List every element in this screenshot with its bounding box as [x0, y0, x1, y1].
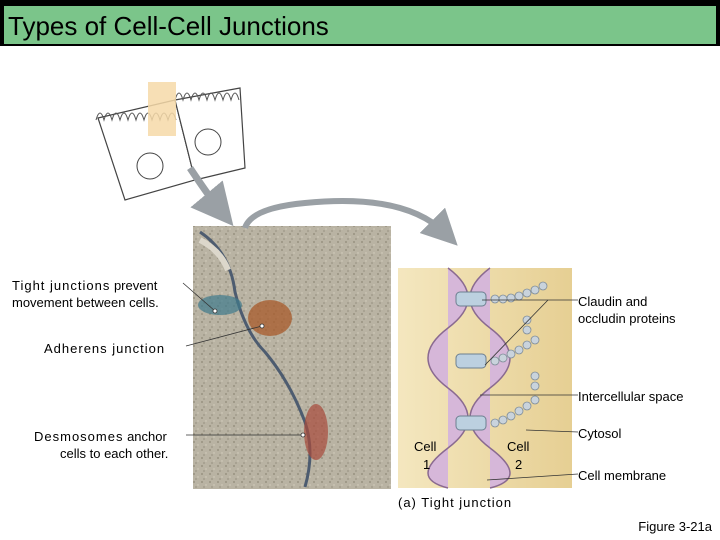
epithelial-cells-sketch — [95, 82, 246, 227]
cell2-label-line2: 2 — [515, 457, 523, 472]
intercellular-space-label: Intercellular space — [578, 389, 684, 404]
leader-lines — [182, 282, 579, 481]
desmosomes-term: Desmosomes — [34, 429, 124, 444]
claudin-label-line2: occludin proteins — [578, 311, 676, 326]
page-title: Types of Cell-Cell Junctions — [8, 11, 329, 41]
title-bar: Types of Cell-Cell Junctions — [0, 0, 720, 46]
cell1-label-line2: 1 — [423, 457, 431, 472]
cell2-label-line1: Cell — [507, 439, 530, 454]
tight-junctions-term: Tight junctions — [12, 278, 111, 293]
desmosomes-desc: anchor — [123, 429, 167, 444]
tight-junctions-desc: prevent — [110, 278, 158, 293]
electron-micrograph — [193, 198, 458, 489]
desmosomes-desc-line2: cells to each other. — [60, 446, 169, 461]
tight-junctions-label: Tight junctions prevent — [12, 277, 157, 294]
claudin-label-line1: Claudin and — [578, 294, 648, 309]
figure-number: Figure 3-21a — [638, 519, 712, 534]
title-background: Types of Cell-Cell Junctions — [4, 6, 716, 44]
desmosomes-label: Desmosomes anchor — [34, 428, 167, 445]
cytosol-label: Cytosol — [578, 426, 622, 441]
adherens-junction-label: Adherens junction — [44, 341, 166, 356]
tight-junction-illustration — [398, 267, 572, 489]
caption: (a) Tight junction — [398, 495, 513, 510]
cell1-label-line1: Cell — [414, 439, 437, 454]
cell-membrane-label: Cell membrane — [578, 468, 667, 483]
tight-junctions-desc-line2: movement between cells. — [12, 295, 159, 310]
